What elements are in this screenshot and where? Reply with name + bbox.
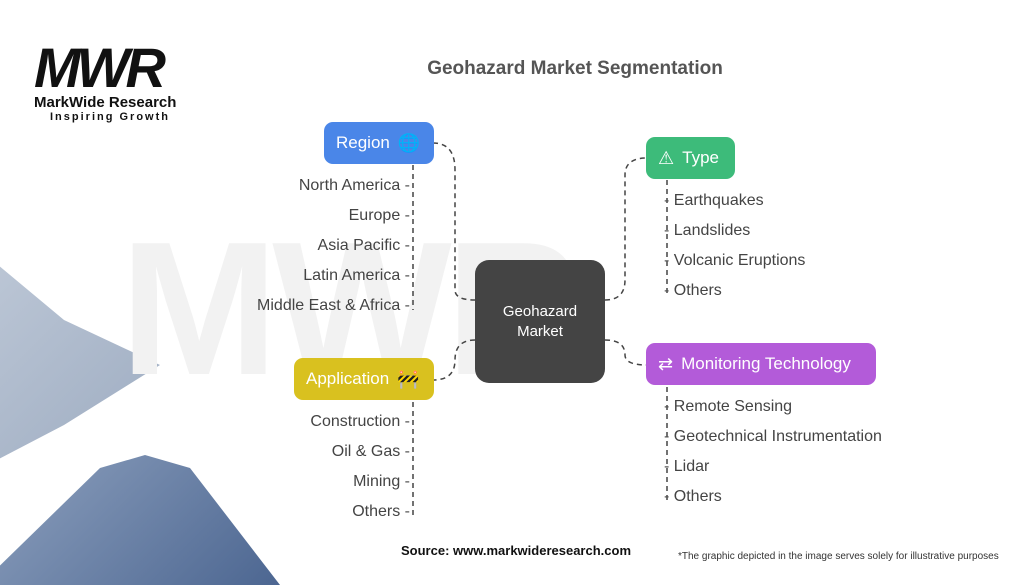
list-item: Remote Sensing [664,392,882,422]
list-item: Europe [200,201,410,231]
application-list: Construction Oil & Gas Mining Others [200,407,410,527]
list-item: North America [200,171,410,201]
list-item: Others [664,482,882,512]
list-item: Others [200,497,410,527]
region-list: North America Europe Asia Pacific Latin … [200,171,410,321]
monitoring-technology-node: ⇄Monitoring Technology [646,343,876,385]
logo-mark: MWR [34,36,166,99]
application-node: Application🚧 [294,358,434,400]
page-title: Geohazard Market Segmentation [427,58,723,79]
list-item: Landslides [664,216,805,246]
list-item: Lidar [664,452,882,482]
list-item: Middle East & Africa [200,291,410,321]
list-item: Construction [200,407,410,437]
source-text: Source: www.markwideresearch.com [401,543,632,558]
list-item: Mining [200,467,410,497]
hazard-icon: ⚠ [658,147,675,168]
region-node: Region🌐 [324,122,434,164]
disclaimer-text: *The graphic depicted in the image serve… [678,551,999,562]
logo: MWR MarkWide Research Inspiring Growth [34,36,177,124]
logo-name: MarkWide Research [34,94,177,111]
monitoring-icon: ⇄ [658,353,674,374]
type-list: Earthquakes Landslides Volcanic Eruption… [664,186,806,306]
list-item: Geotechnical Instrumentation [664,422,882,452]
monitoring-list: Remote Sensing Geotechnical Instrumentat… [664,392,882,512]
construction-icon: 🚧 [397,368,420,389]
list-item: Earthquakes [664,186,805,216]
list-item: Oil & Gas [200,437,410,467]
list-item: Latin America [200,261,410,291]
list-item: Others [664,276,805,306]
list-item: Asia Pacific [200,231,410,261]
list-item: Volcanic Eruptions [664,246,806,276]
type-node: ⚠Type [646,137,735,179]
globe-icon: 🌐 [397,132,421,153]
logo-tagline: Inspiring Growth [50,111,170,123]
